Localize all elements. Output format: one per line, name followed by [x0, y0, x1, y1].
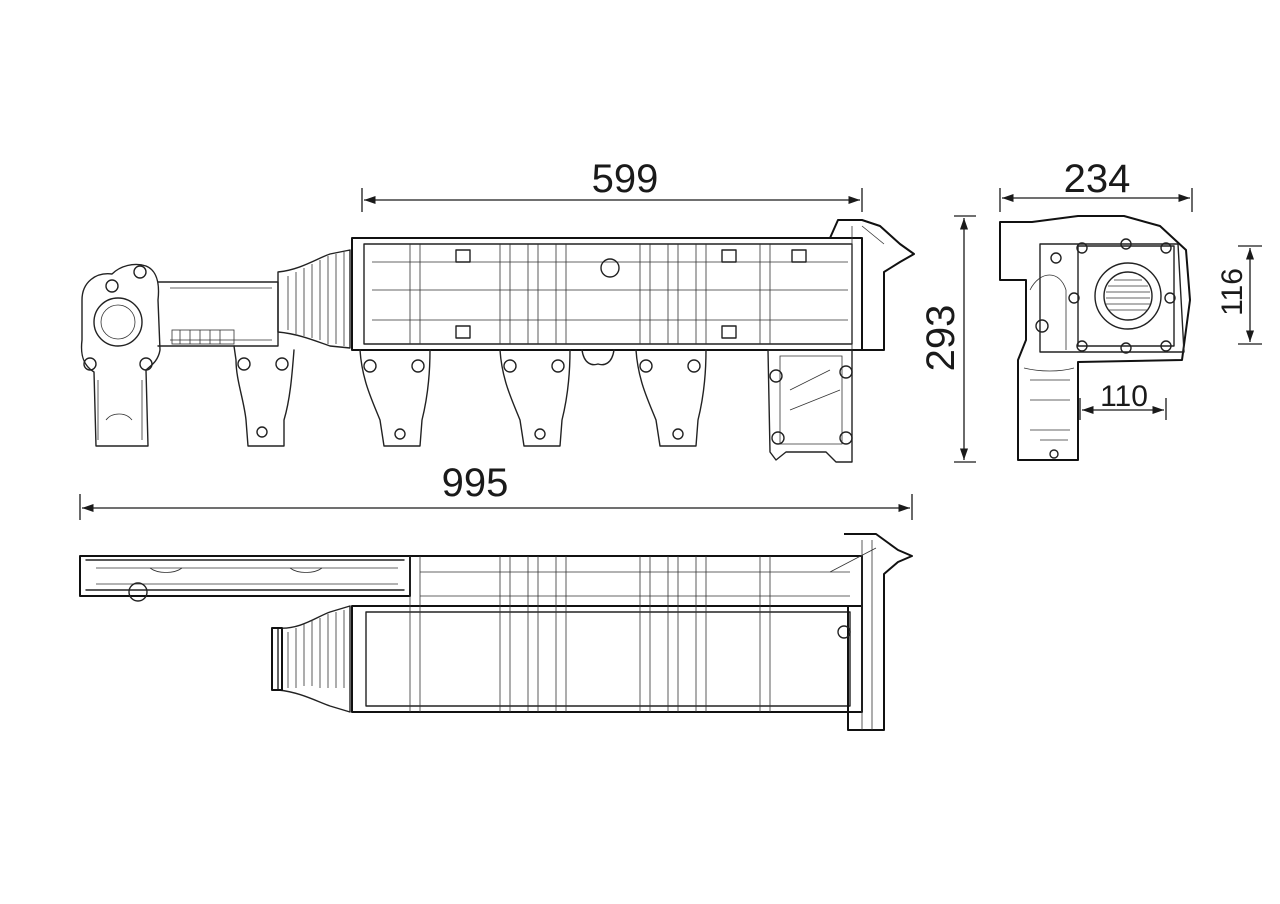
front-view: [80, 219, 915, 463]
dimension-234-label: 234: [1064, 157, 1131, 201]
end-view: [999, 215, 1191, 461]
dimension-116: 116: [1216, 245, 1262, 345]
dimension-293-label: 293: [919, 305, 963, 372]
dimension-110-label: 110: [1100, 380, 1148, 413]
dimension-110: 110: [1079, 380, 1167, 420]
dimension-116-label: 116: [1216, 268, 1249, 316]
dimension-995-label: 995: [442, 461, 509, 505]
manifold-legs: [359, 349, 707, 447]
dimension-234: 234: [999, 157, 1193, 212]
plan-view: [79, 533, 913, 731]
dimension-995: 995: [79, 461, 913, 520]
dimension-293: 293: [919, 215, 976, 463]
dimension-599: 599: [361, 157, 863, 212]
dimension-599-label: 599: [592, 157, 659, 201]
